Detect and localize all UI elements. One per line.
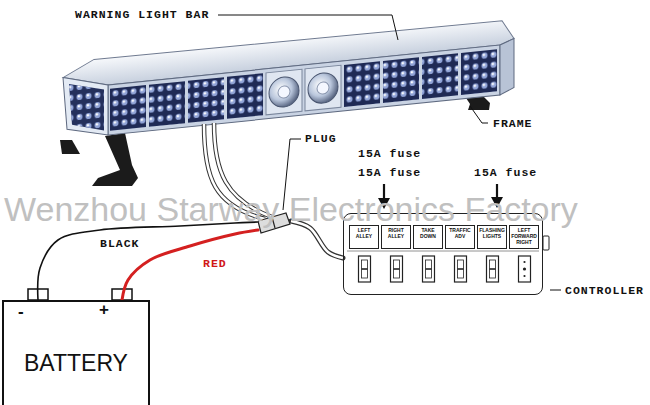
panel-line: [347, 251, 539, 252]
switch-label: TAKE DOWN: [413, 225, 443, 249]
halogen-module: [305, 65, 341, 111]
led-dots: [461, 49, 497, 95]
wire-group: [291, 221, 343, 258]
wire: [122, 230, 258, 300]
wire: [38, 222, 258, 300]
frame-foot: [60, 140, 80, 154]
switch-label: FLASHING LIGHTS: [477, 225, 507, 249]
led-dots: [188, 77, 224, 123]
terminal-sign: -: [18, 303, 24, 322]
terminal-sign: +: [99, 301, 109, 320]
switch-text: TRAFFIC ADV: [446, 228, 474, 240]
switch-text: TAKE DOWN: [414, 228, 442, 240]
fuse-callout: 15A fuse: [358, 166, 421, 180]
wire-label: RED: [203, 257, 227, 271]
led-module: [110, 85, 146, 131]
wire-group: [38, 222, 258, 300]
end-cap: [500, 39, 514, 95]
rocker-line: [394, 268, 400, 270]
battery-box: - + BATTERY: [2, 300, 150, 405]
rocker-switch: [359, 256, 371, 282]
switch-dot: [523, 261, 525, 263]
end-cap-lens: [69, 80, 104, 134]
rocker-face: [426, 260, 432, 278]
switch-text: LEFT FORWARD RIGHT: [510, 228, 538, 245]
led-dots: [422, 53, 458, 99]
controller-knob: [543, 236, 549, 250]
led-module: [149, 81, 185, 127]
plug-callout: PLUG: [305, 132, 337, 146]
part-callout: FRAME: [493, 117, 533, 131]
led-dots: [110, 85, 146, 131]
light-bar: [63, 17, 514, 140]
halogen-bulb: [278, 85, 290, 98]
switch-label: LEFT ALLEY: [349, 225, 379, 249]
led-module: [344, 61, 380, 107]
rocker-line: [426, 268, 432, 270]
led-module: [383, 57, 419, 103]
rocker-switches: [359, 256, 531, 282]
halogen-module: [266, 69, 302, 115]
led-module: [227, 73, 263, 119]
switch-label: LEFT FORWARD RIGHT: [509, 225, 539, 249]
halogen-lamp: [269, 75, 299, 108]
halogen-lamp: [308, 72, 338, 105]
end-cap: [63, 73, 108, 140]
led-dots: [69, 80, 104, 134]
leader-line: [470, 106, 488, 123]
rocker-switch: [391, 256, 403, 282]
led-dots: [149, 81, 185, 127]
battery-label: BATTERY: [4, 350, 148, 378]
fuse-callout: 15A fuse: [474, 166, 537, 180]
slide-switch: [519, 256, 531, 282]
rocker-switch: [423, 256, 435, 282]
frame-foot: [92, 133, 138, 186]
rocker-face: [362, 260, 368, 278]
rocker-face: [394, 260, 400, 278]
rocker-line: [362, 268, 368, 270]
bar-front: [108, 45, 500, 135]
switch-dot: [523, 267, 526, 270]
led-dots: [344, 61, 380, 107]
halogen-bulb: [317, 81, 329, 94]
part-callout: WARNING LIGHT BAR: [75, 8, 209, 22]
rocker-line: [458, 268, 464, 270]
switch-text: FLASHING LIGHTS: [478, 228, 506, 240]
rocker-switch: [455, 256, 467, 282]
fuse-callout: 15A fuse: [358, 147, 421, 161]
rocker-face: [490, 260, 496, 278]
controller-callout: CONTROLLER: [565, 284, 644, 298]
watermark: Wenzhou Starway Electronics Factory: [4, 192, 578, 226]
led-module: [422, 53, 458, 99]
cable: [291, 221, 343, 258]
wire-group: [122, 230, 258, 300]
cable-core: [291, 221, 343, 258]
led-dots: [383, 57, 419, 103]
led-module: [461, 49, 497, 95]
wire-label: BLACK: [100, 237, 140, 251]
led-dots: [227, 73, 263, 119]
switch-label: RIGHT ALLEY: [381, 225, 411, 249]
switch-label: TRAFFIC ADV: [445, 225, 475, 249]
leader-line: [218, 15, 398, 40]
switch-text: LEFT ALLEY: [350, 228, 378, 240]
rocker-line: [490, 268, 496, 270]
switch-text: RIGHT ALLEY: [382, 228, 410, 240]
led-module: [188, 77, 224, 123]
leader-line: [550, 290, 561, 291]
rocker-face: [458, 260, 464, 278]
rocker-switch: [487, 256, 499, 282]
switch-dot: [523, 275, 525, 277]
